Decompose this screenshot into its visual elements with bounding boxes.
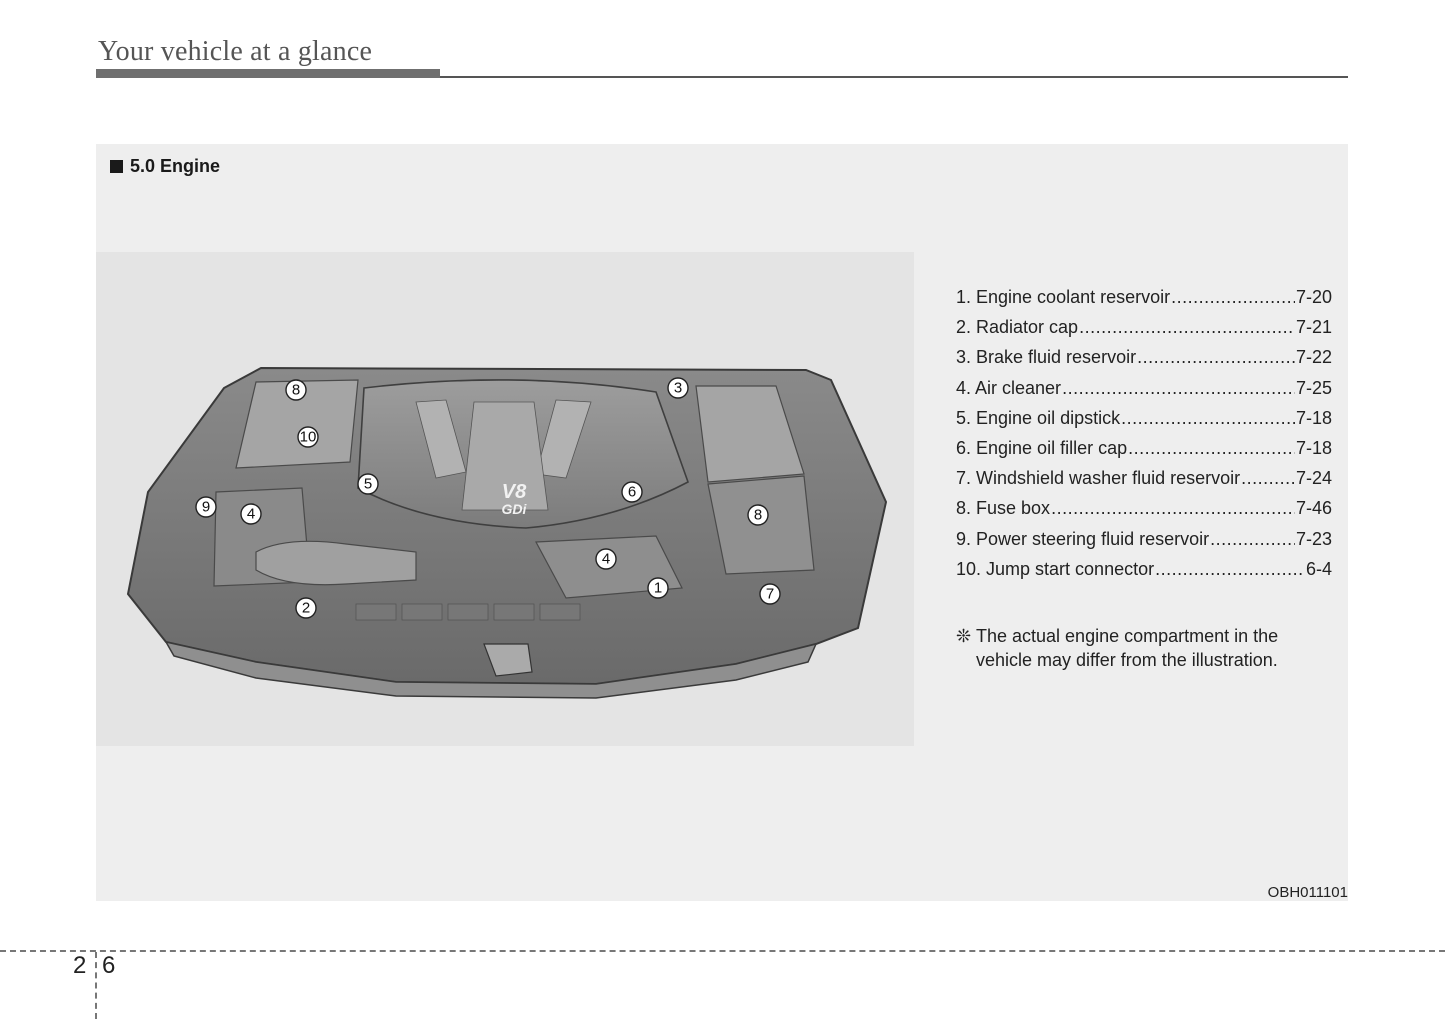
part-page: 7-46 xyxy=(1295,498,1332,519)
header-rule-thin xyxy=(440,76,1348,78)
note-text: The actual engine compartment in the veh… xyxy=(976,624,1336,672)
front-bumper xyxy=(164,640,818,699)
part-label: 6. Engine oil filler cap xyxy=(956,437,1128,458)
list-item: 1. Engine coolant reservoir 7-20 xyxy=(956,287,1332,317)
part-page: 7-22 xyxy=(1295,347,1332,368)
callout-7: 7 xyxy=(759,583,781,605)
note-line-2: vehicle may differ from the illustration… xyxy=(976,650,1278,670)
callout-10: 10 xyxy=(297,426,319,448)
illustration-note: ❊ The actual engine compartment in the v… xyxy=(956,624,1336,672)
part-page: 7-20 xyxy=(1295,287,1332,307)
engine-badge-bottom: GDi xyxy=(502,501,528,517)
header-rule-thick xyxy=(96,69,440,78)
section-title: Your vehicle at a glance xyxy=(98,36,373,67)
dot-leader xyxy=(1128,438,1295,459)
panel-heading: 5.0 Engine xyxy=(110,156,220,177)
dot-leader xyxy=(1210,529,1295,550)
parts-list: 1. Engine coolant reservoir 7-20 2. Radia… xyxy=(956,287,1332,589)
right-fuse-box xyxy=(695,385,805,483)
svg-text:6: 6 xyxy=(628,484,636,501)
callout-9: 9 xyxy=(195,496,217,518)
callout-8-right: 8 xyxy=(747,504,769,526)
part-page: 7-18 xyxy=(1295,437,1332,458)
callout-3: 3 xyxy=(667,377,689,399)
list-item: 4. Air cleaner 7-25 xyxy=(956,378,1332,408)
grille-slots xyxy=(355,603,581,621)
list-item: 5. Engine oil dipstick 7-18 xyxy=(956,408,1332,438)
dot-leader xyxy=(1137,347,1295,368)
callout-4-right: 4 xyxy=(595,548,617,570)
callout-5: 5 xyxy=(357,473,379,495)
list-item: 2. Radiator cap 7-21 xyxy=(956,317,1332,347)
dot-leader xyxy=(1155,559,1305,580)
callout-4-left: 4 xyxy=(240,503,262,525)
svg-text:10: 10 xyxy=(300,429,317,446)
part-page: 7-25 xyxy=(1295,377,1332,398)
engine-illustration: V8 GDi 8 xyxy=(96,252,914,746)
svg-text:2: 2 xyxy=(302,600,310,617)
part-label: 2. Radiator cap xyxy=(956,317,1079,338)
list-item: 9. Power steering fluid reservoir 7-23 xyxy=(956,529,1332,559)
dot-leader xyxy=(1171,287,1295,308)
dot-leader xyxy=(1079,317,1295,338)
svg-text:9: 9 xyxy=(202,499,210,516)
engine-panel: 5.0 Engine xyxy=(96,144,1348,901)
part-page: 7-18 xyxy=(1295,407,1332,428)
dot-leader xyxy=(1121,408,1295,429)
part-label: 3. Brake fluid reservoir xyxy=(956,347,1137,368)
cover-ridge-right xyxy=(535,399,592,479)
part-label: 4. Air cleaner xyxy=(956,377,1062,398)
cover-center xyxy=(461,401,549,511)
svg-text:3: 3 xyxy=(674,380,682,397)
dot-leader xyxy=(1051,498,1295,519)
footer-dashed-rule xyxy=(0,950,1445,952)
page-chapter-number: 2 xyxy=(73,952,87,979)
part-label: 8. Fuse box xyxy=(956,498,1051,519)
page-number: 6 xyxy=(102,952,116,979)
engine-badge-top: V8 xyxy=(502,481,527,503)
list-item: 6. Engine oil filler cap 7-18 xyxy=(956,438,1332,468)
list-item: 7. Windshield washer fluid reservoir 7-24 xyxy=(956,468,1332,498)
panel-heading-text: 5.0 Engine xyxy=(130,156,221,176)
footer-dashed-divider xyxy=(95,952,97,1019)
svg-text:4: 4 xyxy=(602,551,610,568)
figure-code: OBH011101 xyxy=(1267,884,1348,901)
part-page: 7-24 xyxy=(1295,468,1332,489)
part-page: 7-23 xyxy=(1295,528,1332,549)
part-label: 5. Engine oil dipstick xyxy=(956,407,1121,428)
svg-text:8: 8 xyxy=(292,382,300,399)
note-mark-icon: ❊ xyxy=(956,626,972,646)
callout-1: 1 xyxy=(647,577,669,599)
part-label: 1. Engine coolant reservoir xyxy=(956,287,1171,307)
part-label: 10. Jump start connector xyxy=(956,558,1155,579)
svg-text:1: 1 xyxy=(654,580,662,597)
left-fuse-box xyxy=(235,379,359,469)
callout-2: 2 xyxy=(295,597,317,619)
callout-8-left: 8 xyxy=(285,379,307,401)
svg-text:7: 7 xyxy=(766,586,774,603)
list-item: 3. Brake fluid reservoir 7-22 xyxy=(956,347,1332,377)
part-page: 6-4 xyxy=(1305,558,1332,579)
svg-text:5: 5 xyxy=(364,476,372,493)
list-item: 10. Jump start connector 6-4 xyxy=(956,559,1332,589)
note-line-1: The actual engine compartment in the xyxy=(976,626,1279,646)
square-bullet-icon xyxy=(110,160,123,173)
part-label: 7. Windshield washer fluid reservoir xyxy=(956,468,1241,489)
part-label: 9. Power steering fluid reservoir xyxy=(956,528,1210,549)
list-item: 8. Fuse box 7-46 xyxy=(956,498,1332,528)
dot-leader xyxy=(1062,378,1295,399)
hood-latch xyxy=(483,643,533,677)
dot-leader xyxy=(1241,468,1295,489)
svg-text:8: 8 xyxy=(754,507,762,524)
part-page: 7-21 xyxy=(1295,317,1332,338)
svg-text:4: 4 xyxy=(247,506,255,523)
callout-6: 6 xyxy=(621,481,643,503)
intake-tube xyxy=(255,540,417,586)
